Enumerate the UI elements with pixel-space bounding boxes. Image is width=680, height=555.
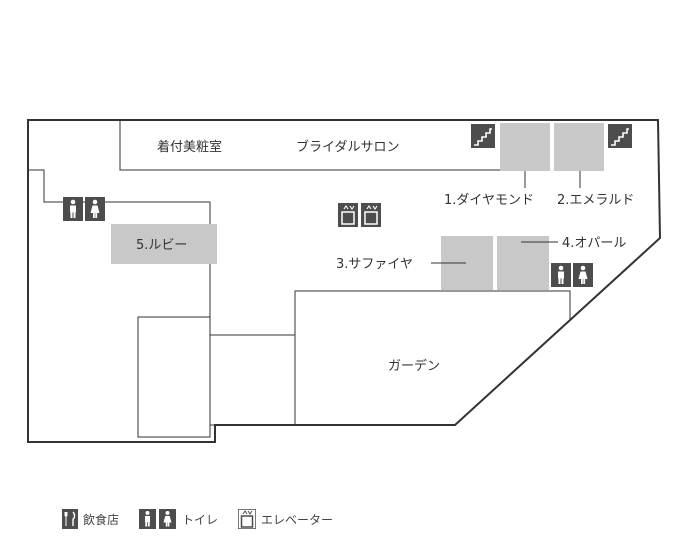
restroom-icon xyxy=(139,509,177,529)
restroom-icon xyxy=(63,197,105,221)
stairs-icon xyxy=(608,124,632,148)
room-diamond[interactable] xyxy=(500,123,550,171)
stairs-icon xyxy=(471,124,495,148)
legend-item-elevator: エレベーター xyxy=(238,509,333,529)
legend-label-elevator: エレベーター xyxy=(261,512,334,527)
label-sapphire: 3.サファイヤ xyxy=(336,257,413,272)
legend-label-restroom: トイレ xyxy=(182,512,219,527)
label-emerald: 2.エメラルド xyxy=(557,193,634,208)
map-legend: 飲食店 トイレ エレベーター xyxy=(62,508,347,530)
lower-left-room xyxy=(137,316,211,438)
room-opal[interactable] xyxy=(497,236,549,290)
elevator-icon xyxy=(338,203,381,227)
label-opal: 4.オパール xyxy=(562,236,626,251)
legend-item-restroom: トイレ xyxy=(139,509,218,529)
middle-room xyxy=(209,334,296,426)
label-ruby: 5.ルビー xyxy=(136,238,187,253)
label-garden: ガーデン xyxy=(388,358,440,374)
legend-label-restaurant: 飲食店 xyxy=(83,512,120,527)
garden-outline xyxy=(294,290,571,425)
building-outline xyxy=(27,119,662,443)
restaurant-icon xyxy=(62,509,78,529)
label-diamond: 1.ダイヤモンド xyxy=(444,193,534,208)
label-dressing: 着付美粧室 xyxy=(157,139,222,155)
restroom-icon xyxy=(551,263,593,287)
label-salon: ブライダルサロン xyxy=(296,139,399,155)
room-ruby[interactable] xyxy=(111,224,217,264)
room-emerald[interactable] xyxy=(554,123,604,171)
salon-wall xyxy=(119,120,500,171)
elevator-icon xyxy=(238,509,257,529)
legend-item-restaurant: 飲食店 xyxy=(62,509,119,529)
